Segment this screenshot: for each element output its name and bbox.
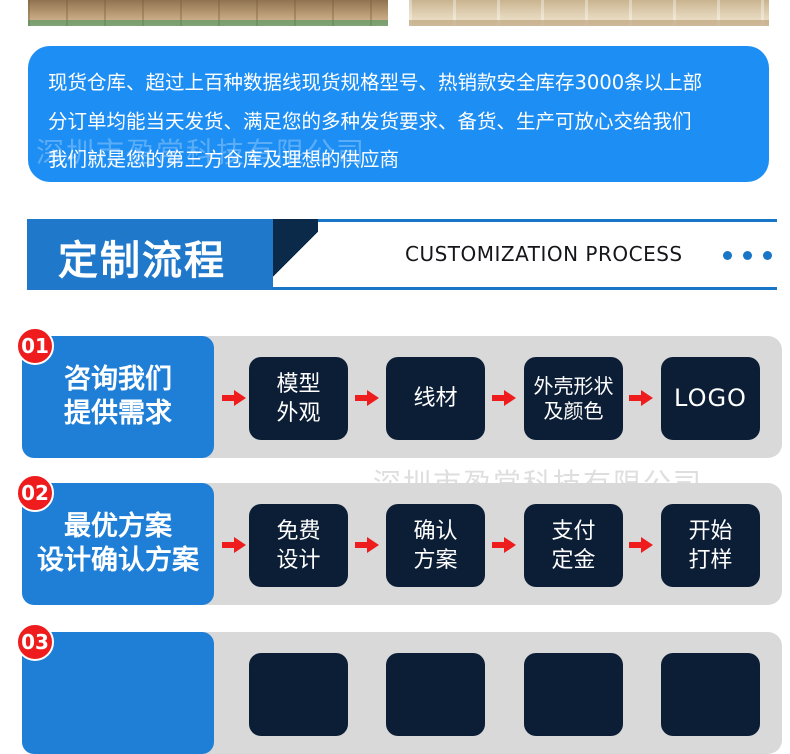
arrow-right-icon	[629, 390, 653, 406]
process-step-label: 模型 外观	[276, 371, 321, 426]
process-label-box: 最优方案 设计确认方案	[22, 483, 214, 605]
warehouse-photo-left	[28, 0, 388, 26]
step-number-badge: 03	[16, 623, 54, 661]
process-step: LOGO	[661, 357, 760, 440]
arrow-right-icon	[355, 390, 379, 406]
arrow-right-icon	[629, 537, 653, 553]
process-row-2: 最优方案 设计确认方案 02 免费 设计 确认 方案 支付 定金 开始 打样	[16, 474, 782, 605]
dot-icon	[743, 251, 752, 260]
process-step	[386, 653, 485, 736]
process-row-1: 咨询我们 提供需求 01 模型 外观 线材 外壳形状 及颜色 LOGO	[16, 327, 782, 458]
warehouse-photo-right	[409, 0, 769, 26]
arrow-right-icon	[222, 390, 246, 406]
process-step: 模型 外观	[249, 357, 348, 440]
process-step-label: 支付 定金	[551, 518, 596, 573]
process-step: 免费 设计	[249, 504, 348, 587]
section-banner: 定制流程 CUSTOMIZATION PROCESS	[27, 219, 777, 290]
arrow-right-icon	[222, 537, 246, 553]
process-step: 外壳形状 及颜色	[524, 357, 623, 440]
process-step-label: 确认 方案	[413, 518, 458, 573]
process-step: 线材	[386, 357, 485, 440]
process-step-label: 免费 设计	[276, 518, 321, 573]
dot-icon	[763, 251, 772, 260]
arrow-right-icon	[492, 537, 516, 553]
arrow-right-icon	[492, 390, 516, 406]
intro-line: 现货仓库、超过上百种数据线现货规格型号、热销款安全库存3000条以上部	[48, 71, 703, 94]
intro-card: 现货仓库、超过上百种数据线现货规格型号、热销款安全库存3000条以上部 分订单均…	[28, 46, 769, 182]
process-step: 确认 方案	[386, 504, 485, 587]
process-step	[524, 653, 623, 736]
process-step	[661, 653, 760, 736]
section-subtitle: CUSTOMIZATION PROCESS	[405, 242, 683, 266]
watermark: 深圳市盈常科技有限公司	[36, 136, 367, 169]
process-label: 最优方案 设计确认方案	[37, 511, 199, 576]
section-title: 定制流程	[58, 238, 226, 284]
process-row-3: 03	[16, 623, 782, 754]
process-step-label: 线材	[413, 386, 458, 411]
process-step: 开始 打样	[661, 504, 760, 587]
intro-line: 分订单均能当天发货、满足您的多种发货要求、备货、生产可放心交给我们	[48, 109, 692, 133]
process-step: 支付 定金	[524, 504, 623, 587]
process-label: 咨询我们 提供需求	[64, 364, 172, 429]
dot-icon	[723, 251, 732, 260]
step-number-badge: 02	[16, 474, 54, 512]
intro-line: 我们就是您的第三方仓库及理想的供应商	[48, 148, 400, 171]
process-step	[249, 653, 348, 736]
process-step-label: 外壳形状 及颜色	[533, 373, 614, 423]
arrow-right-icon	[355, 537, 379, 553]
step-number-badge: 01	[16, 327, 54, 365]
process-step-label: 开始 打样	[688, 518, 733, 573]
process-label-box: 咨询我们 提供需求	[22, 336, 214, 458]
process-step-label: LOGO	[674, 384, 747, 412]
